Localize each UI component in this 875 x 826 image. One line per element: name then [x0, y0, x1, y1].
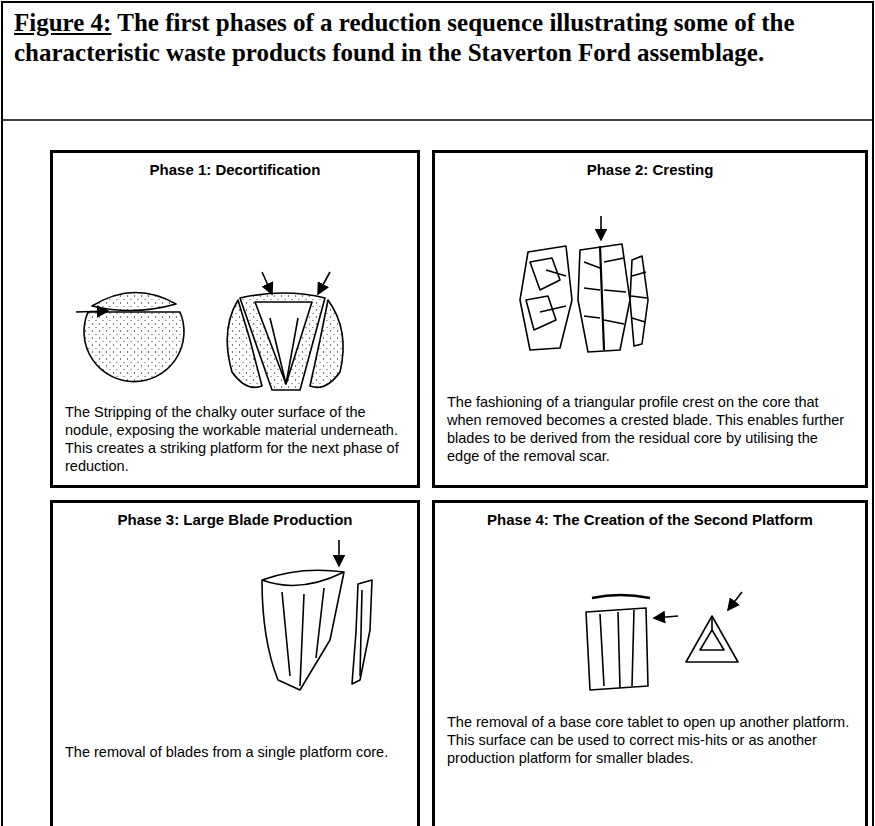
panel-heading: Phase 2: Cresting [443, 161, 857, 179]
phase-panel: Phase 2: CrestingThe fashioning of a tri… [432, 150, 868, 488]
panel-heading: Phase 1: Decortification [61, 161, 409, 179]
phase-panel: Phase 1: DecortificationThe Stripping of… [50, 150, 420, 488]
panel-heading: Phase 3: Large Blade Production [61, 511, 409, 529]
panel-description: The removal of blades from a single plat… [65, 743, 405, 761]
figure-title: Figure 4: [14, 9, 111, 36]
phase-panel: Phase 4: The Creation of the Second Plat… [432, 500, 868, 826]
panel-heading: Phase 4: The Creation of the Second Plat… [443, 511, 857, 529]
phase-panel: Phase 3: Large Blade ProductionThe remov… [50, 500, 420, 826]
figure-caption: The first phases of a reduction sequence… [14, 9, 795, 66]
panel-description: The Stripping of the chalky outer surfac… [65, 403, 405, 476]
figure-heading: Figure 4: The first phases of a reductio… [14, 8, 854, 68]
panel-description: The fashioning of a triangular profile c… [447, 393, 853, 466]
panel-description: The removal of a base core tablet to ope… [447, 713, 853, 767]
